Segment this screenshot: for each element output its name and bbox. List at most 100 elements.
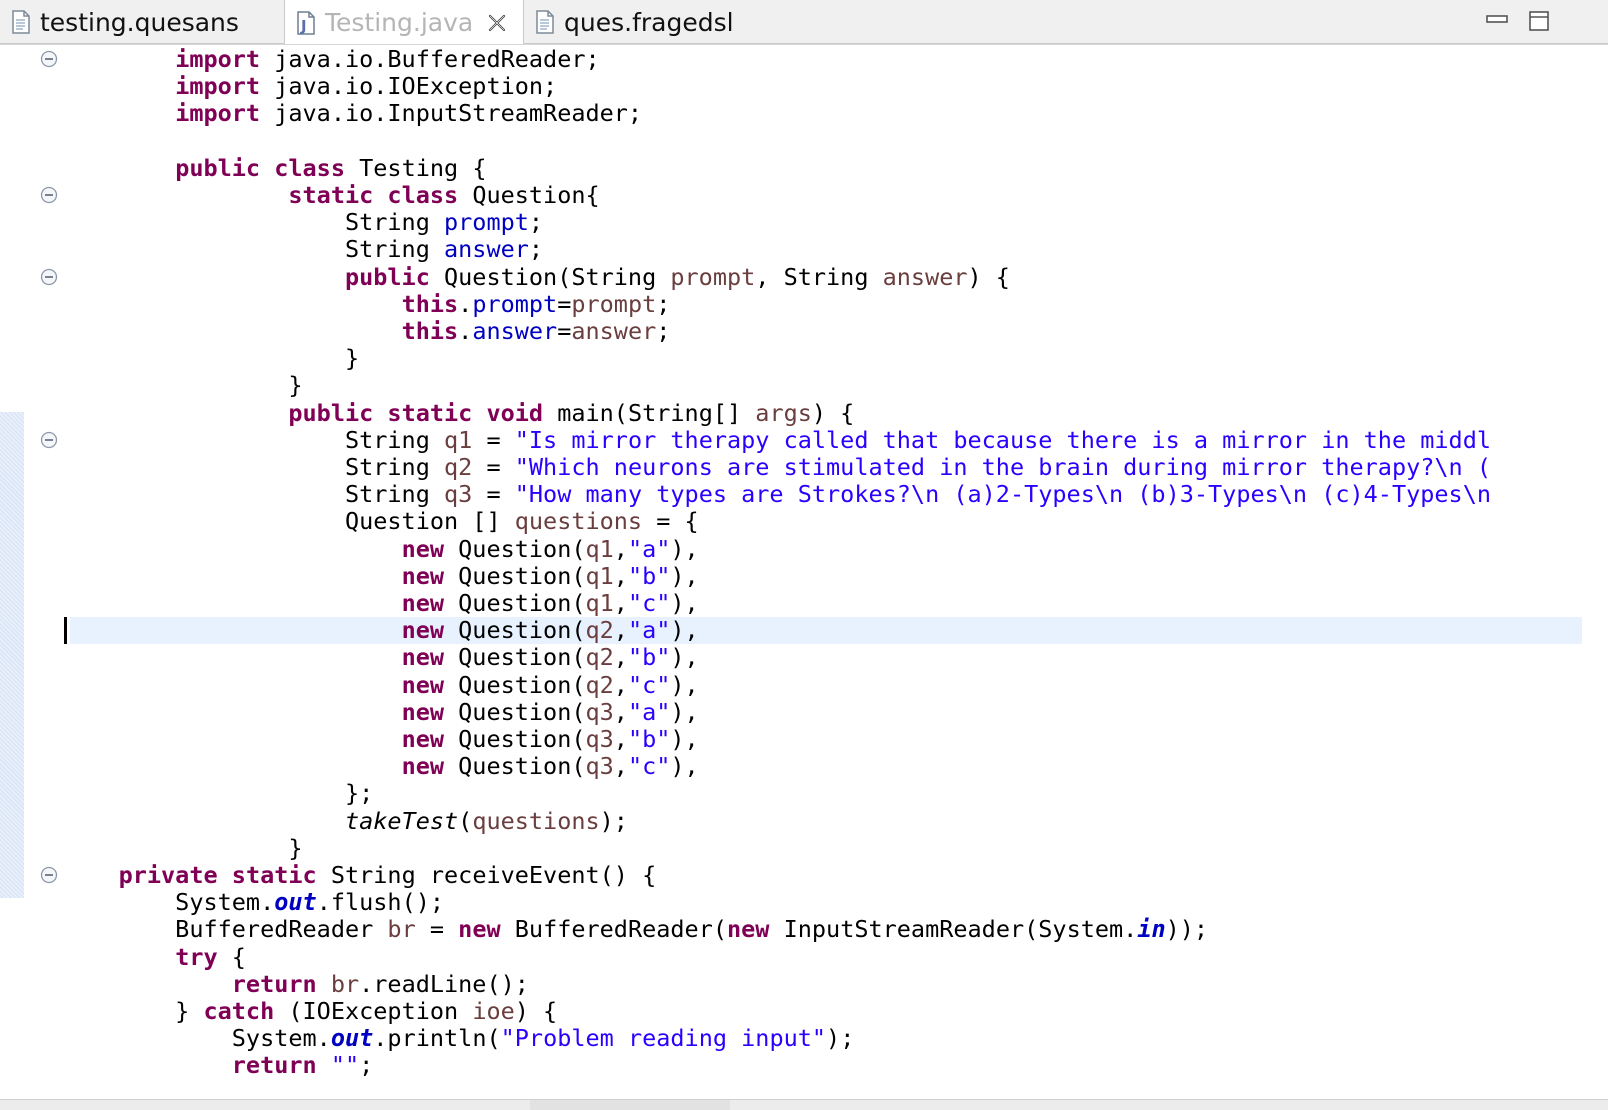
code-line[interactable]: public Question(String prompt, String an… — [62, 262, 1010, 291]
code-token: q3 — [585, 725, 614, 753]
code-token: out — [330, 1024, 374, 1053]
collapse-icon[interactable] — [40, 866, 58, 884]
code-line[interactable]: static class Question{ — [62, 181, 599, 209]
code-token: , — [613, 670, 628, 699]
code-line[interactable]: BufferedReader br = new BufferedReader(n… — [62, 916, 1208, 943]
tab-label: Testing.java — [325, 8, 474, 37]
code-line[interactable]: }; — [62, 780, 373, 807]
code-token: static — [231, 861, 317, 889]
code-token: public — [344, 262, 430, 291]
status-bar — [0, 1099, 1608, 1110]
tab-label: ques.fragedsl — [564, 7, 734, 37]
code-token: System. — [62, 1024, 331, 1053]
tab-ques-fragedsl[interactable]: ques.fragedsl — [524, 0, 784, 44]
code-token: Question( — [444, 752, 586, 781]
code-token — [62, 263, 345, 291]
code-token: answer — [882, 262, 968, 291]
code-token: ), — [670, 752, 699, 781]
code-token: answer — [472, 317, 558, 345]
code-line[interactable]: new Question(q2,"a"), — [62, 617, 699, 644]
code-token: , — [613, 643, 628, 672]
code-line[interactable]: } — [62, 372, 302, 399]
code-token: prompt — [444, 208, 529, 237]
code-token: new — [401, 643, 445, 672]
code-token: "b" — [627, 561, 671, 590]
code-line[interactable]: } catch (IOException ioe) { — [62, 998, 557, 1025]
code-editor[interactable]: import java.io.BufferedReader; import ja… — [0, 44, 1608, 1100]
code-token: return — [231, 1051, 317, 1080]
code-line[interactable]: try { — [62, 943, 246, 971]
code-line[interactable]: import java.io.InputStreamReader; — [62, 100, 642, 127]
collapse-icon[interactable] — [40, 50, 58, 68]
code-token: = — [472, 480, 515, 509]
code-line[interactable]: import java.io.IOException; — [62, 73, 557, 100]
code-line[interactable]: System.out.println("Problem reading inpu… — [62, 1024, 855, 1053]
code-token: q2 — [444, 453, 473, 481]
code-token: ), — [670, 534, 699, 563]
code-token: String receiveEvent() { — [316, 861, 657, 889]
current-line-highlight — [70, 617, 1582, 645]
code-line[interactable]: return br.readLine(); — [62, 970, 529, 998]
maximize-icon[interactable] — [1526, 8, 1552, 34]
java-file-icon: J — [297, 10, 315, 35]
code-line[interactable]: String answer; — [62, 236, 543, 263]
code-token: (IOException — [274, 997, 473, 1025]
code-line[interactable]: public class Testing { — [62, 154, 486, 182]
collapse-icon[interactable] — [40, 186, 58, 204]
code-line[interactable]: import java.io.BufferedReader; — [62, 46, 599, 73]
minimize-icon[interactable] — [1484, 8, 1510, 34]
collapse-icon[interactable] — [40, 268, 58, 286]
code-token — [62, 698, 402, 726]
code-line[interactable]: new Question(q3,"b"), — [62, 726, 699, 753]
code-line[interactable]: private static String receiveEvent() { — [62, 861, 657, 889]
code-token: ), — [670, 616, 699, 645]
code-token — [260, 154, 274, 182]
code-line[interactable]: String q1 = "Is mirror therapy called th… — [62, 426, 1491, 454]
code-token: q3 — [585, 697, 614, 726]
code-token: BufferedReader( — [500, 915, 727, 944]
code-line[interactable]: return ""; — [62, 1051, 374, 1080]
code-line[interactable]: this.prompt=prompt; — [62, 289, 671, 318]
code-token — [373, 399, 387, 427]
code-line[interactable]: takeTest(questions); — [62, 806, 628, 835]
code-token: "Problem reading input" — [500, 1024, 827, 1053]
code-line[interactable]: } — [62, 345, 359, 372]
code-line[interactable]: this.answer=answer; — [62, 317, 671, 345]
code-token: "How many types are Strokes?\n (a)2-Type… — [514, 480, 1491, 509]
code-token: static — [288, 181, 374, 209]
code-token: catch — [203, 997, 275, 1025]
code-line[interactable]: new Question(q3,"a"), — [62, 697, 699, 726]
code-line[interactable]: public static void main(String[] args) { — [62, 399, 854, 427]
code-token: q3 — [444, 480, 473, 509]
code-line[interactable]: new Question(q1,"b"), — [62, 561, 699, 590]
code-token — [62, 943, 175, 971]
code-line[interactable]: new Question(q1,"c"), — [62, 590, 699, 617]
tab-testing-java[interactable]: J Testing.java — [284, 0, 524, 45]
code-token: , — [613, 534, 628, 563]
code-token: ), — [670, 697, 699, 726]
collapse-icon[interactable] — [40, 431, 58, 449]
code-token: q2 — [585, 643, 614, 672]
text-file-icon — [12, 10, 30, 34]
close-icon[interactable] — [487, 13, 507, 33]
code-token: Question [] — [62, 507, 515, 536]
code-line[interactable]: String q2 = "Which neurons are stimulate… — [62, 454, 1491, 481]
code-line[interactable]: new Question(q2,"c"), — [62, 670, 699, 699]
tab-testing-quesans[interactable]: testing.quesans — [0, 0, 284, 44]
code-line[interactable]: new Question(q2,"b"), — [62, 644, 699, 671]
code-token: new — [401, 534, 445, 563]
code-token — [62, 589, 402, 617]
code-token: q1 — [585, 561, 614, 590]
code-token: takeTest — [344, 806, 459, 835]
code-line[interactable]: System.out.flush(); — [62, 889, 444, 916]
code-line[interactable]: } — [62, 834, 302, 862]
code-line[interactable]: new Question(q1,"a"), — [62, 534, 699, 563]
code-line[interactable]: new Question(q3,"c"), — [62, 753, 699, 780]
code-line[interactable]: String prompt; — [62, 209, 543, 236]
code-line[interactable]: String q3 = "How many types are Strokes?… — [62, 481, 1491, 508]
code-token — [62, 399, 288, 427]
code-token: prompt — [472, 289, 558, 318]
code-token: answer — [571, 317, 657, 345]
code-token: "Which neurons are stimulated in the bra… — [514, 453, 1491, 481]
code-line[interactable]: Question [] questions = { — [62, 508, 699, 535]
